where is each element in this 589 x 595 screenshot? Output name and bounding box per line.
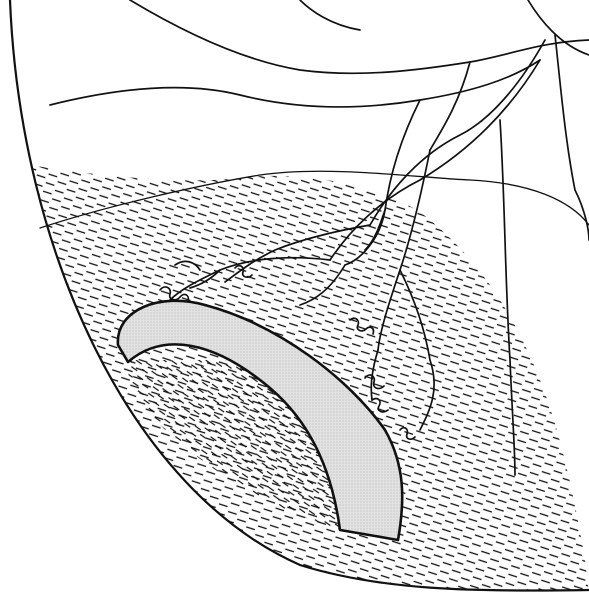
fundus-diagram [0, 0, 589, 595]
